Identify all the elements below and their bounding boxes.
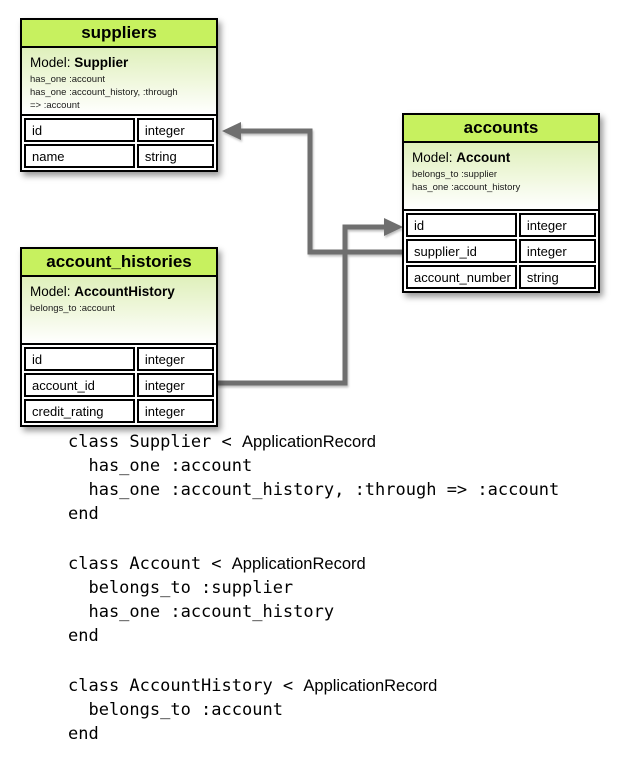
code-block-account-history: class AccountHistory < ApplicationRecord…	[68, 674, 559, 746]
superclass-text: ApplicationRecord	[303, 677, 438, 695]
code-line: end	[68, 626, 99, 646]
code-line: class AccountHistory < ApplicationRecord	[68, 676, 438, 696]
column-type: integer	[518, 239, 596, 263]
column-name: account_number	[406, 265, 517, 289]
code-section: class Supplier < ApplicationRecord has_o…	[68, 430, 559, 772]
association-line: has_one :account	[30, 74, 106, 85]
code-line: belongs_to :supplier	[68, 578, 294, 598]
column-type: string	[136, 144, 214, 168]
column-type: integer	[136, 347, 214, 371]
arrowhead-right-icon	[384, 218, 403, 236]
association-line: has_one :account_history	[412, 182, 521, 193]
code-line: class Supplier < ApplicationRecord	[68, 432, 376, 452]
model-section: Model: AccountHistory belongs_to :accoun…	[22, 277, 216, 345]
table-title: accounts	[404, 115, 598, 143]
arrowhead-left-icon	[222, 122, 241, 140]
model-section: Model: Supplier has_one :account has_one…	[22, 48, 216, 116]
column-name: credit_rating	[24, 399, 135, 423]
code-line: has_one :account	[68, 456, 253, 476]
column-name: id	[24, 347, 135, 371]
table-suppliers: suppliers Model: Supplier has_one :accou…	[20, 18, 218, 172]
code-line: has_one :account_history, :through => :a…	[68, 480, 560, 500]
table-accounts: accounts Model: Account belongs_to :supp…	[402, 113, 600, 293]
table-title: account_histories	[22, 249, 216, 277]
code-line: end	[68, 724, 99, 744]
table-account-histories: account_histories Model: AccountHistory …	[20, 247, 218, 427]
association-line: has_one :account_history, :through	[30, 87, 178, 98]
table-row: id integer	[24, 347, 214, 371]
association-line: belongs_to :supplier	[412, 169, 498, 180]
column-type: integer	[136, 399, 214, 423]
column-type: integer	[136, 373, 214, 397]
column-name: id	[24, 118, 135, 142]
table-row: credit_rating integer	[24, 399, 214, 423]
model-name: Model: AccountHistory	[30, 284, 175, 299]
columns-table: id integer name string	[22, 116, 216, 170]
code-block-account: class Account < ApplicationRecord belong…	[68, 552, 559, 648]
table-row: name string	[24, 144, 214, 168]
code-line: end	[68, 504, 99, 524]
superclass-text: ApplicationRecord	[231, 555, 366, 573]
column-name: id	[406, 213, 517, 237]
table-row: id integer	[406, 213, 596, 237]
column-type: string	[518, 265, 596, 289]
model-name: Model: Supplier	[30, 55, 129, 70]
model-section: Model: Account belongs_to :supplier has_…	[404, 143, 598, 211]
column-name: account_id	[24, 373, 135, 397]
model-name: Model: Account	[412, 150, 511, 165]
column-name: supplier_id	[406, 239, 517, 263]
column-name: name	[24, 144, 135, 168]
table-row: account_id integer	[24, 373, 214, 397]
column-type: integer	[136, 118, 214, 142]
table-title: suppliers	[22, 20, 216, 48]
column-type: integer	[518, 213, 596, 237]
table-row: id integer	[24, 118, 214, 142]
arrow-accounts-to-suppliers	[222, 122, 406, 255]
columns-table: id integer account_id integer credit_rat…	[22, 345, 216, 425]
code-line: belongs_to :account	[68, 700, 283, 720]
table-row: account_number string	[406, 265, 596, 289]
arrow-histories-to-accounts	[216, 218, 403, 386]
code-line: class Account < ApplicationRecord	[68, 554, 366, 574]
table-row: supplier_id integer	[406, 239, 596, 263]
association-line: => :account	[30, 100, 80, 111]
code-block-supplier: class Supplier < ApplicationRecord has_o…	[68, 430, 559, 526]
code-line: has_one :account_history	[68, 602, 335, 622]
columns-table: id integer supplier_id integer account_n…	[404, 211, 598, 291]
association-line: belongs_to :account	[30, 303, 116, 314]
superclass-text: ApplicationRecord	[242, 433, 376, 451]
